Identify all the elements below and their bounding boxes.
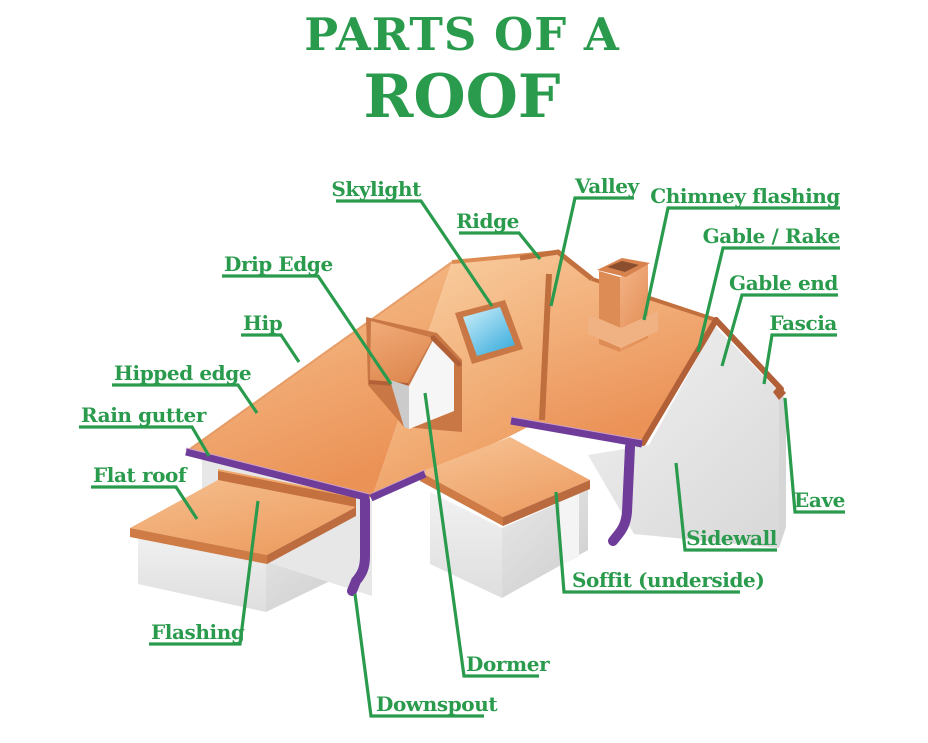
chimney-flue-hole [607,261,639,272]
label-fascia: Fascia [769,311,837,335]
leader-skylight [336,199,494,307]
leader-flashing [149,500,260,646]
porch-fascia-right [503,480,590,526]
label-rain-gutter: Rain gutter [81,403,207,427]
label-hip: Hip [243,311,283,335]
leader-gable-rake [696,246,840,353]
label-gable-rake: Gable / Rake [703,224,840,248]
flat-roof-surface [130,480,356,555]
leader-chimney-flashing [642,206,840,321]
fascia-corner-piece [773,385,786,400]
leader-dormer [423,392,539,678]
leader-ridge [459,231,542,261]
label-valley: Valley [574,174,641,198]
label-chimney-flashing: Chimney flashing [650,184,840,208]
rain-gutter-right [510,417,643,448]
leader-drip-edge [222,274,393,385]
title-line-1: PARTS OF A [304,8,620,61]
gable-sidewall-edge [779,392,786,548]
leader-eave [783,397,845,514]
gable-rake-board-right [713,317,784,392]
leader-hipped-edge [112,383,259,414]
rain-gutter-left [185,448,370,502]
skylight-glass [463,307,515,356]
porch-fascia-left [420,472,503,526]
house-illustration [130,249,786,612]
chimney-flashing-skirt [588,311,658,348]
label-ridge: Ridge [456,209,519,233]
flat-wing-wall-left [138,533,266,612]
dormer-front-wall [409,340,454,429]
gable-rake-board-left [640,317,719,446]
label-drip-edge: Drip Edge [224,252,333,276]
label-gable-end: Gable end [729,271,838,295]
title-line-2: ROOF [363,62,561,132]
leader-hip [241,333,301,363]
label-skylight: Skylight [331,177,422,201]
main-roof-front-plane [372,252,558,498]
downspout-pipe-right [608,442,635,546]
leader-downspout [353,593,484,718]
porch-roof-surface [420,437,590,517]
leader-flat-roof [91,485,199,520]
dormer-roof-left-slope [370,321,433,384]
label-eave: Eave [794,488,845,512]
leader-sidewall [674,462,777,552]
flat-roof-fascia-left [130,528,267,564]
valley-channel [539,273,552,421]
porch-pillar [560,479,579,565]
label-hipped-edge: Hipped edge [114,361,251,385]
hip-edge-line [189,261,453,450]
label-dormer: Dormer [466,652,550,676]
label-sidewall: Sidewall [686,526,778,550]
dormer-recess-shadow [390,380,409,429]
ridge-peak-trim [519,249,594,281]
label-flashing: Flashing [151,620,245,644]
label-soffit: Soffit (underside) [572,568,764,592]
dormer-rake-board [430,335,462,367]
downspout-pipe-left [347,495,370,596]
flat-roof-flashing-strip [218,470,356,509]
hip-slope-left [188,262,452,498]
leader-rain-gutter [79,425,211,457]
title-block: PARTS OF A ROOF [0,12,924,127]
leader-fascia [762,333,837,385]
rain-gutter-mid [369,470,427,502]
leader-gable-end [720,293,838,367]
label-downspout: Downspout [376,692,498,716]
leader-valley [549,196,634,307]
flat-roof-fascia-right [267,507,356,564]
label-flat-roof: Flat roof [93,463,188,487]
gable-sidewall [588,326,779,548]
leader-soffit [554,491,740,594]
